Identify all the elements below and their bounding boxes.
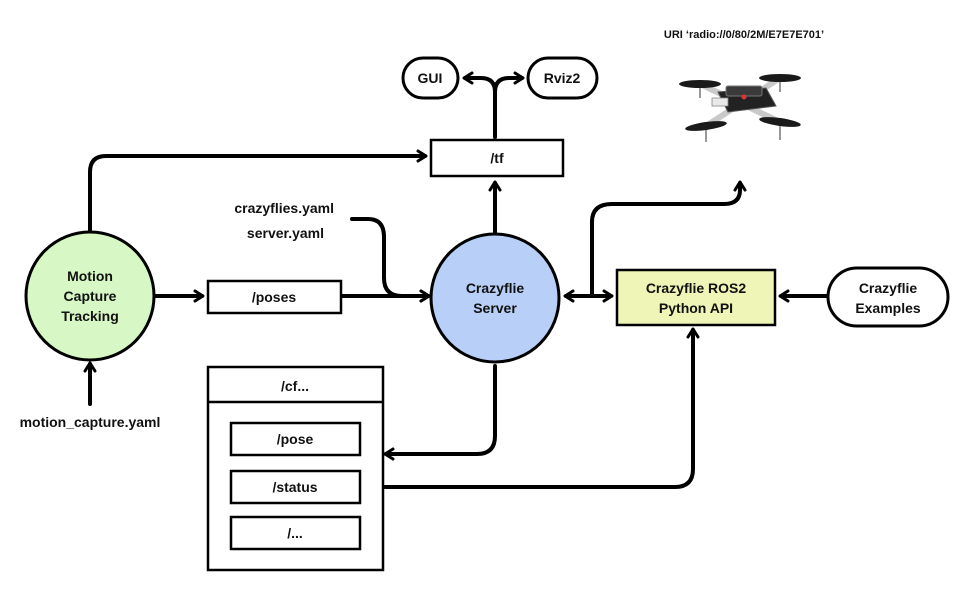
motion-capture-circle — [24, 230, 156, 362]
edge-status-to-api — [358, 327, 700, 489]
edge-server-to-drone — [590, 180, 747, 298]
cf-more-box — [229, 515, 362, 551]
poses-topic-node: /poses — [206, 279, 343, 315]
tf-topic-node: /tf — [429, 138, 565, 178]
cf-status-box — [229, 469, 362, 505]
examples-label-2: Examples — [855, 300, 921, 316]
edge-tf-to-rviz2 — [493, 71, 525, 94]
crazyflie-drone-image — [679, 74, 801, 142]
edge-mocap-to-tf — [88, 149, 428, 248]
server-label-2: Server — [473, 300, 517, 316]
rviz2-node: Rviz2 — [526, 56, 599, 100]
python-api-node: Crazyflie ROS2 Python API — [615, 268, 777, 327]
python-api-label-1: Crazyflie ROS2 — [646, 280, 747, 296]
python-api-label-2: Python API — [659, 300, 733, 316]
motion-capture-node: Motion Capture Tracking — [24, 230, 156, 362]
crazyflies-yaml-label: crazyflies.yaml — [234, 200, 334, 216]
motion-capture-label-3: Tracking — [61, 308, 119, 324]
gui-node: GUI — [401, 56, 460, 100]
rviz2-label: Rviz2 — [544, 70, 581, 86]
poses-label: /poses — [252, 289, 297, 305]
edge-yaml-to-server — [350, 217, 431, 303]
motion-capture-yaml-label: motion_capture.yaml — [20, 414, 161, 430]
edge-server-to-cf — [383, 364, 497, 461]
edge-tf-to-gui — [462, 71, 497, 139]
uri-label: URI ‘radio://0/80/2M/E7E7E701’ — [664, 29, 824, 41]
examples-node: Crazyflie Examples — [826, 266, 950, 328]
cf-group-title: /cf... — [281, 378, 309, 394]
cf-status-label: /status — [272, 479, 317, 495]
server-yaml-label: server.yaml — [247, 225, 324, 241]
motion-capture-label-1: Motion — [67, 268, 113, 284]
examples-label-1: Crazyflie — [859, 280, 918, 296]
cf-pose-box — [229, 421, 362, 457]
cf-pose-label: /pose — [277, 431, 314, 447]
cf-topic-group: /cf... /pose /status /... — [206, 365, 385, 572]
tf-label: /tf — [490, 150, 504, 166]
motion-capture-label-2: Capture — [64, 288, 117, 304]
crazyflie-server-circle — [429, 232, 561, 364]
gui-label: GUI — [418, 70, 443, 86]
cf-more-label: /... — [287, 525, 303, 541]
crazyflie-server-node: Crazyflie Server — [429, 232, 561, 364]
server-label-1: Crazyflie — [466, 280, 525, 296]
